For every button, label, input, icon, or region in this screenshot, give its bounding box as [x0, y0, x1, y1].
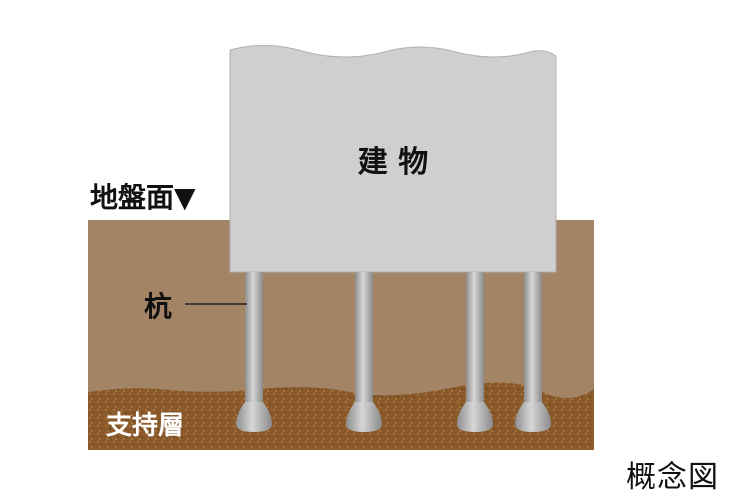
- building-label: 建 物: [358, 145, 428, 180]
- pile-label: 杭: [144, 290, 172, 323]
- pile-1: [236, 272, 272, 432]
- pile-2: [346, 272, 382, 432]
- bearing-layer-label: 支持層: [106, 411, 184, 441]
- building: [229, 44, 557, 273]
- pile-4: [515, 272, 551, 432]
- figure-caption: 概念図: [626, 460, 719, 495]
- pile-3: [457, 272, 493, 432]
- ground-surface-label: 地盤面▼: [90, 181, 196, 214]
